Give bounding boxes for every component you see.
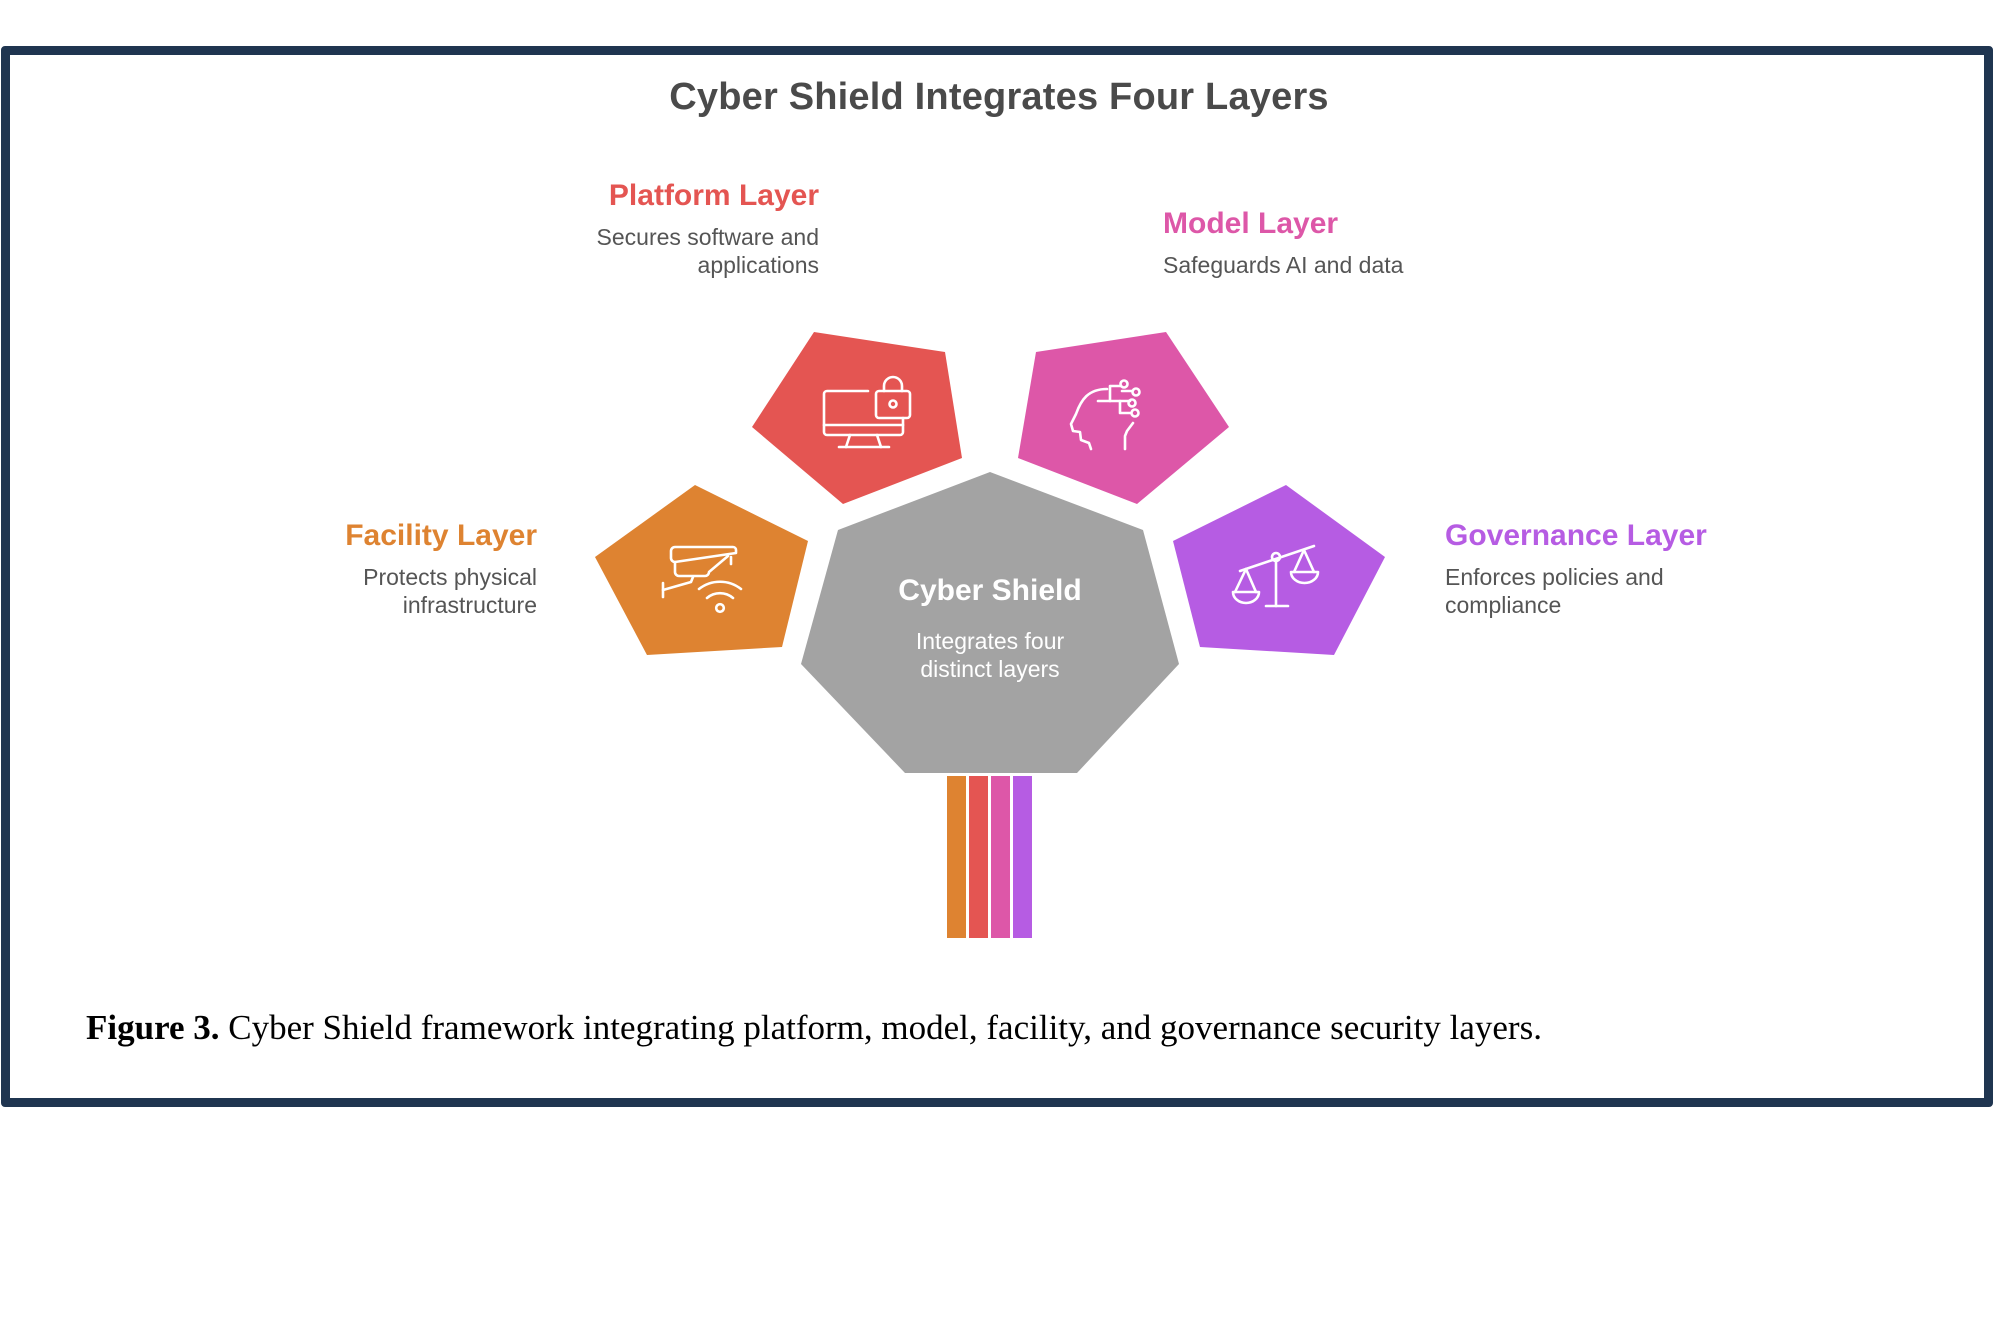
center-description-line1: Integrates four: [915, 628, 1065, 654]
governance-layer-title: Governance Layer: [1445, 519, 1707, 552]
facility-layer-title: Facility Layer: [345, 519, 537, 552]
stripe-platform: [969, 776, 988, 938]
facility-description-line1: Protects physical: [363, 564, 537, 590]
figure-caption-label: Figure 3.: [86, 1008, 220, 1047]
facility-layer-shape: [595, 485, 808, 655]
center-description-line2: distinct layers: [920, 656, 1060, 682]
figure-caption-text: Cyber Shield framework integrating platf…: [219, 1008, 1542, 1047]
platform-description-line2: applications: [697, 252, 819, 278]
facility-layer-description: Protects physical infrastructure: [137, 563, 537, 619]
figure-caption: Figure 3. Cyber Shield framework integra…: [86, 1008, 1542, 1048]
layer-stripes: [947, 776, 1032, 938]
balance-scale-icon: [1231, 544, 1320, 608]
platform-layer-description: Secures software and applications: [417, 223, 819, 279]
stripe-model: [991, 776, 1010, 938]
facility-description-line2: infrastructure: [402, 592, 537, 618]
model-layer-shape: [1018, 332, 1229, 504]
center-title: Cyber Shield: [898, 574, 1082, 607]
stripe-governance: [1013, 776, 1032, 938]
monitor-lock-icon: [822, 375, 912, 449]
governance-layer-description: Enforces policies and compliance: [1445, 563, 1865, 619]
platform-layer-shape: [752, 332, 962, 504]
model-layer-description: Safeguards AI and data: [1163, 251, 1583, 279]
model-layer-label: Model Layer Safeguards AI and data: [1163, 207, 1583, 279]
diagram-title: Cyber Shield Integrates Four Layers: [669, 76, 1329, 118]
platform-layer-title: Platform Layer: [608, 179, 819, 212]
governance-description-line2: compliance: [1445, 592, 1562, 618]
platform-description-line1: Secures software and: [596, 224, 819, 250]
governance-description-line1: Enforces policies and: [1445, 564, 1664, 590]
ai-head-circuit-icon: [1069, 379, 1141, 451]
governance-layer-label: Governance Layer Enforces policies and c…: [1445, 519, 1865, 619]
cyber-shield-center-shape: [801, 472, 1179, 773]
security-camera-wifi-icon: [661, 545, 743, 614]
governance-layer-shape: [1173, 485, 1385, 655]
center-description: Integrates four distinct layers: [840, 627, 1140, 683]
facility-layer-label: Facility Layer Protects physical infrast…: [137, 519, 537, 619]
model-layer-title: Model Layer: [1163, 207, 1339, 240]
platform-layer-label: Platform Layer Secures software and appl…: [417, 179, 819, 279]
stripe-facility: [947, 776, 966, 938]
model-description-line1: Safeguards AI and data: [1163, 252, 1404, 278]
